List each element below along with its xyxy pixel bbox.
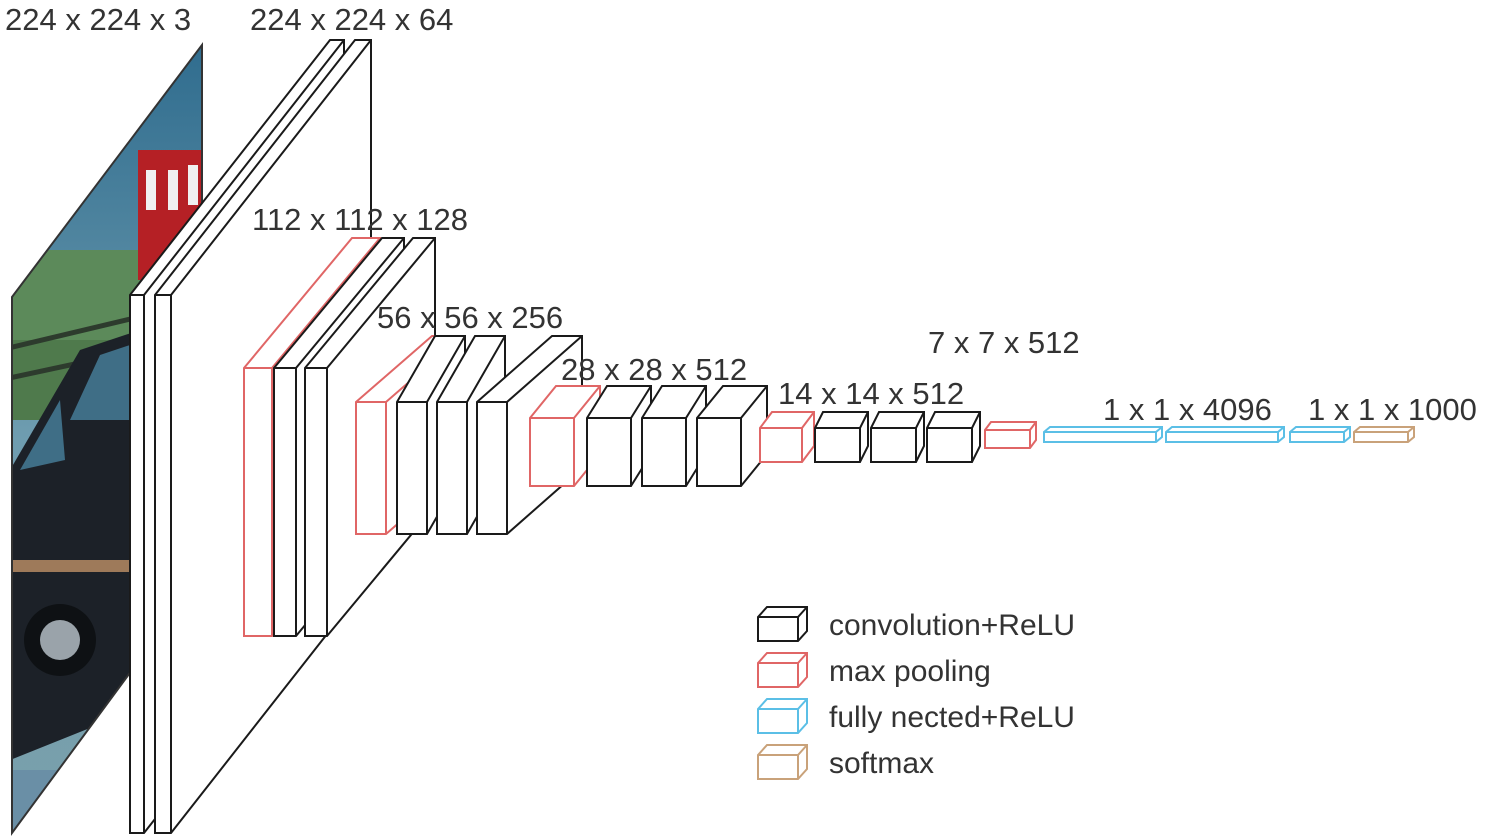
label-conv3-dims: 56 x 56 x 256: [377, 300, 564, 335]
block-pool5: [984, 421, 1037, 449]
block-conv4c: [696, 385, 768, 487]
legend-item-conv: convolution+ReLU: [755, 603, 1075, 649]
label-pool5-dims: 7 x 7 x 512: [928, 325, 1080, 360]
block-conv5b: [870, 411, 925, 463]
block-fc8: [1289, 426, 1351, 443]
legend-label: softmax: [829, 747, 935, 780]
block-pool4: [759, 411, 815, 463]
block-fc6: [1043, 426, 1163, 443]
block-conv5a: [814, 411, 869, 463]
label-fc-dims: 1 x 1 x 4096: [1103, 392, 1272, 427]
label-softmax-dims: 1 x 1 x 1000: [1308, 392, 1477, 427]
label-conv5-dims: 14 x 14 x 512: [778, 376, 965, 411]
label-conv1-dims: 224 x 224 x 64: [250, 2, 454, 37]
legend-item-softmax: softmax: [755, 741, 934, 787]
legend-label: convolution+ReLU: [829, 609, 1075, 642]
softmax-swatch-icon: [757, 744, 808, 780]
legend: convolution+ReLU max pooling fully necte…: [755, 603, 1075, 787]
legend-item-fc: fully nected+ReLU: [755, 695, 1075, 741]
label-conv2-dims: 112 x 112 x 128: [252, 202, 469, 237]
fc-swatch-icon: [757, 698, 808, 734]
conv-swatch-icon: [757, 606, 808, 642]
block-fc7: [1165, 426, 1285, 443]
label-conv4-dims: 28 x 28 x 512: [561, 352, 748, 387]
label-input-dims: 224 x 224 x 3: [5, 2, 192, 37]
legend-label: max pooling: [829, 655, 991, 688]
block-softmax: [1353, 426, 1415, 443]
legend-label: fully nected+ReLU: [829, 701, 1075, 734]
legend-item-pool: max pooling: [755, 649, 991, 695]
pool-swatch-icon: [757, 652, 808, 688]
block-conv5c: [926, 411, 981, 463]
